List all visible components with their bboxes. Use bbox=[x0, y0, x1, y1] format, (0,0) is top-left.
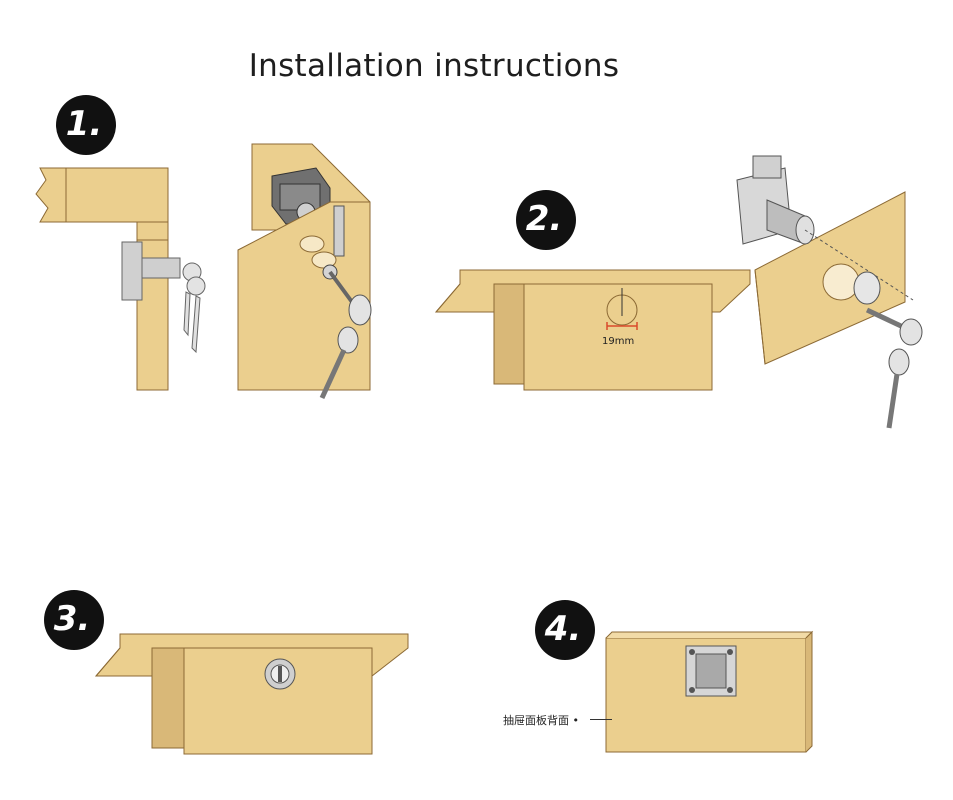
hole-diameter-label: 19mm bbox=[602, 336, 635, 347]
step-3-badge: 3. bbox=[44, 590, 104, 650]
step-1-side-section bbox=[35, 167, 206, 391]
step-2-exploded-lock bbox=[736, 155, 923, 429]
step-1-front-view bbox=[237, 143, 372, 400]
step-4-badge: 4. bbox=[535, 600, 595, 660]
step-2-drawer bbox=[434, 269, 751, 391]
page-title: Installation instructions bbox=[248, 48, 620, 84]
callout-leader-line bbox=[590, 719, 612, 720]
step-2-badge: 2. bbox=[516, 190, 576, 250]
step-4-panel-back bbox=[605, 630, 814, 753]
step-1-badge: 1. bbox=[56, 95, 116, 155]
panel-back-callout: 抽屉面板背面 • bbox=[503, 714, 579, 727]
step-3-drawer bbox=[94, 633, 409, 755]
